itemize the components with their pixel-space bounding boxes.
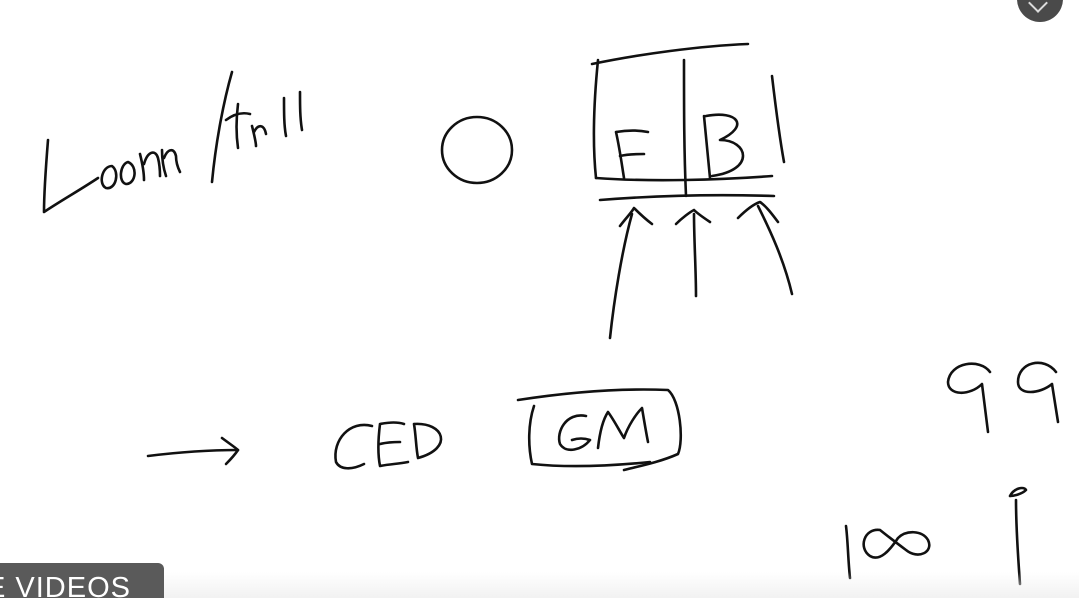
handwriting-ceo [334,421,443,470]
chevron-down-icon [1028,0,1048,13]
handwriting-100 [844,486,1028,586]
arrow-right-drawing [146,436,240,466]
handwriting-99 [946,361,1060,434]
handwriting-loans [42,138,182,214]
corner-control-button[interactable] [1017,0,1063,22]
arrows-up-drawing [608,200,794,340]
more-videos-button[interactable]: E VIDEOS [0,563,164,598]
handwriting-full [210,70,304,184]
bottom-fade [0,572,1079,598]
fb-box-drawing [590,42,786,202]
handwriting-circle [440,115,514,185]
gm-box-drawing [516,388,683,472]
